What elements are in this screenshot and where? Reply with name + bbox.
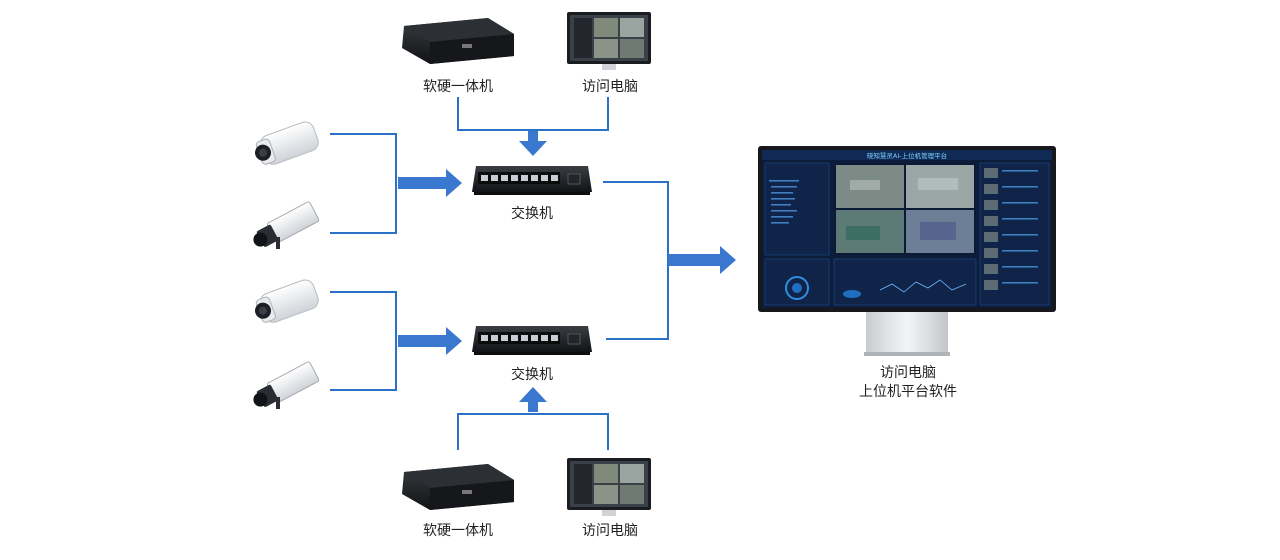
desktop-pc-icon <box>567 458 651 516</box>
line-switches-to-monitor <box>603 181 669 340</box>
line-cameras-top <box>330 133 397 234</box>
label-bottom-pc: 访问电脑 <box>582 523 638 539</box>
label-monitor-line1: 访问电脑 <box>880 365 936 381</box>
label-top-box: 软硬一体机 <box>423 79 493 95</box>
label-bottom-box: 软硬一体机 <box>423 523 493 539</box>
line-bottom-box-to-switch <box>457 413 609 450</box>
camera-box-icon <box>253 361 320 409</box>
arrows <box>398 131 736 412</box>
switch-icon <box>472 326 592 355</box>
line-top-box-to-switch <box>457 97 609 131</box>
desktop-pc-icon <box>567 12 651 70</box>
mini-pc-icon <box>402 18 514 64</box>
camera-box-icon <box>253 201 320 249</box>
arrow-right-to-top-switch <box>398 169 462 197</box>
arrow-right-to-bottom-switch <box>398 327 462 355</box>
arrow-right-to-monitor <box>668 246 736 274</box>
label-monitor: 访问电脑 上位机平台软件 <box>840 364 976 402</box>
connector-lines <box>330 97 669 450</box>
monitor-icon: 晓知慧灵AI-上位机管理平台 <box>758 146 1056 356</box>
arrow-up-to-bottom-switch <box>519 387 547 412</box>
switch-icon <box>472 166 592 195</box>
monitor-screen-title: 晓知慧灵AI-上位机管理平台 <box>867 151 947 160</box>
label-switch-top: 交换机 <box>511 206 553 222</box>
camera-bullet-icon <box>255 121 319 165</box>
label-monitor-line2: 上位机平台软件 <box>859 384 957 400</box>
label-top-pc: 访问电脑 <box>582 79 638 95</box>
mini-pc-icon <box>402 464 514 510</box>
arrow-down-to-top-switch <box>519 131 547 156</box>
label-switch-bottom: 交换机 <box>511 367 553 383</box>
camera-bullet-icon <box>255 279 319 323</box>
line-cameras-bottom <box>330 291 397 391</box>
